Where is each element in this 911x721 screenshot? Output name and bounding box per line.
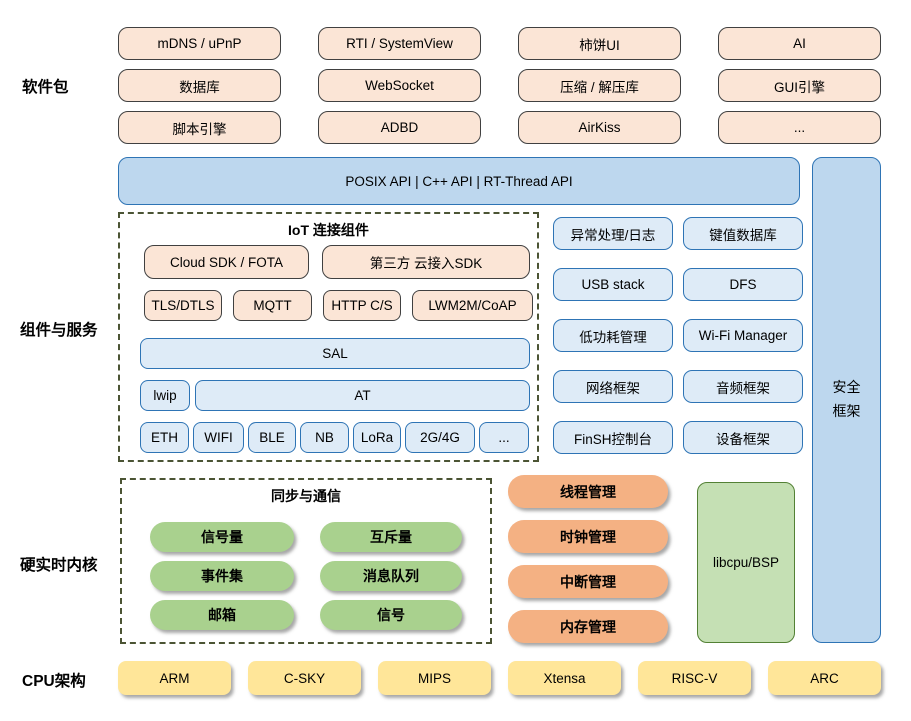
service-box: USB stack bbox=[553, 268, 673, 301]
iot-box: 第三方 云接入SDK bbox=[322, 245, 530, 279]
iot-sdk-row: Cloud SDK / FOTA 第三方 云接入SDK bbox=[144, 245, 530, 279]
service-box: FinSH控制台 bbox=[553, 421, 673, 454]
iot-box: Cloud SDK / FOTA bbox=[144, 245, 309, 279]
package-box: 压缩 / 解压库 bbox=[518, 69, 681, 102]
cpu-box: ARC bbox=[768, 661, 881, 695]
manager-box: 线程管理 bbox=[508, 475, 668, 508]
package-box: ... bbox=[718, 111, 881, 144]
sal-box: SAL bbox=[140, 338, 530, 369]
link-box: WIFI bbox=[193, 422, 244, 453]
service-box: 音频框架 bbox=[683, 370, 803, 403]
libcpu-bsp-box: libcpu/BSP bbox=[697, 482, 795, 643]
services-group: 异常处理/日志 键值数据库 USB stack DFS 低功耗管理 Wi-Fi … bbox=[553, 217, 803, 454]
api-bar: POSIX API | C++ API | RT-Thread API bbox=[118, 157, 800, 205]
cpu-box: ARM bbox=[118, 661, 231, 695]
side-label-components-services: 组件与服务 bbox=[20, 322, 98, 339]
link-box: 2G/4G bbox=[405, 422, 475, 453]
package-box: ADBD bbox=[318, 111, 481, 144]
manager-box: 时钟管理 bbox=[508, 520, 668, 553]
link-box: NB bbox=[300, 422, 349, 453]
iot-components-group: IoT 连接组件 Cloud SDK / FOTA 第三方 云接入SDK TLS… bbox=[118, 212, 539, 462]
manager-box: 内存管理 bbox=[508, 610, 668, 643]
manager-box: 中断管理 bbox=[508, 565, 668, 598]
side-label-cpu-arch: CPU架构 bbox=[22, 673, 86, 690]
lwip-box: lwip bbox=[140, 380, 190, 411]
package-box: 数据库 bbox=[118, 69, 281, 102]
cpu-box: MIPS bbox=[378, 661, 491, 695]
sync-communication-group: 同步与通信 信号量 互斥量 事件集 消息队列 邮箱 信号 bbox=[120, 478, 492, 644]
security-framework-box: 安全框架 bbox=[812, 157, 881, 643]
iot-box: HTTP C/S bbox=[323, 290, 401, 321]
iot-box: LWM2M/CoAP bbox=[412, 290, 533, 321]
link-layer-row: ETH WIFI BLE NB LoRa 2G/4G ... bbox=[140, 422, 529, 453]
iot-box: TLS/DTLS bbox=[144, 290, 222, 321]
package-box: mDNS / uPnP bbox=[118, 27, 281, 60]
sync-box: 邮箱 bbox=[150, 600, 294, 630]
package-box: 脚本引擎 bbox=[118, 111, 281, 144]
sync-box: 事件集 bbox=[150, 561, 294, 591]
service-box: 设备框架 bbox=[683, 421, 803, 454]
side-label-software-packages: 软件包 bbox=[22, 79, 69, 96]
link-box: LoRa bbox=[353, 422, 401, 453]
cpu-box: Xtensa bbox=[508, 661, 621, 695]
iot-group-title: IoT 连接组件 bbox=[288, 222, 369, 238]
cpu-arch-group: ARM C-SKY MIPS Xtensa RISC-V ARC bbox=[118, 661, 881, 695]
at-row: lwip AT bbox=[140, 380, 530, 411]
link-box: ETH bbox=[140, 422, 189, 453]
service-box: 低功耗管理 bbox=[553, 319, 673, 352]
sync-group-title: 同步与通信 bbox=[271, 488, 341, 504]
service-box: DFS bbox=[683, 268, 803, 301]
sal-row: SAL bbox=[140, 338, 530, 369]
sync-box: 信号 bbox=[320, 600, 462, 630]
software-packages-group: mDNS / uPnP RTI / SystemView 柿饼UI AI 数据库… bbox=[118, 27, 881, 144]
sync-row: 邮箱 信号 bbox=[150, 600, 462, 630]
cpu-box: C-SKY bbox=[248, 661, 361, 695]
cpu-box: RISC-V bbox=[638, 661, 751, 695]
at-box: AT bbox=[195, 380, 530, 411]
sync-box: 信号量 bbox=[150, 522, 294, 552]
link-box: ... bbox=[479, 422, 529, 453]
iot-protocol-row: TLS/DTLS MQTT HTTP C/S LWM2M/CoAP bbox=[144, 290, 533, 321]
kernel-managers-group: 线程管理 时钟管理 中断管理 内存管理 bbox=[508, 475, 668, 643]
link-box: BLE bbox=[248, 422, 296, 453]
security-framework-label: 安全框架 bbox=[832, 379, 861, 419]
side-label-realtime-kernel: 硬实时内核 bbox=[20, 557, 98, 574]
package-box: WebSocket bbox=[318, 69, 481, 102]
package-box: RTI / SystemView bbox=[318, 27, 481, 60]
service-box: 异常处理/日志 bbox=[553, 217, 673, 250]
sync-box: 互斥量 bbox=[320, 522, 462, 552]
iot-box: MQTT bbox=[233, 290, 312, 321]
package-box: AirKiss bbox=[518, 111, 681, 144]
package-box: 柿饼UI bbox=[518, 27, 681, 60]
sync-row: 事件集 消息队列 bbox=[150, 561, 462, 591]
package-box: GUI引擎 bbox=[718, 69, 881, 102]
service-box: 网络框架 bbox=[553, 370, 673, 403]
service-box: Wi-Fi Manager bbox=[683, 319, 803, 352]
sync-row: 信号量 互斥量 bbox=[150, 522, 462, 552]
sync-box: 消息队列 bbox=[320, 561, 462, 591]
service-box: 键值数据库 bbox=[683, 217, 803, 250]
package-box: AI bbox=[718, 27, 881, 60]
